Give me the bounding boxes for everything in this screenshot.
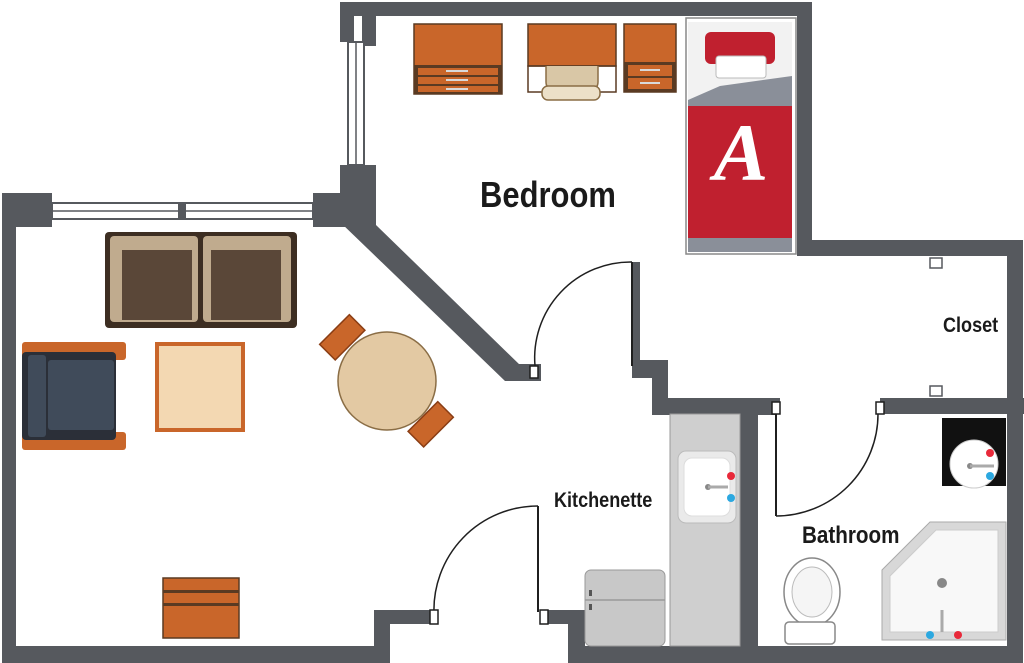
- toilet: [783, 557, 841, 645]
- bed-logo: A: [713, 107, 769, 198]
- bathtub: [881, 521, 1007, 641]
- bathroom-sink: [942, 418, 1006, 489]
- side-table: [162, 577, 240, 639]
- dining-set: [318, 313, 455, 448]
- dresser: [413, 23, 503, 95]
- room-label-closet: Closet: [943, 314, 999, 337]
- desk: [527, 23, 617, 101]
- nightstand: [623, 23, 677, 93]
- room-label-bathroom: Bathroom: [802, 522, 900, 549]
- kitchen-counter: [669, 413, 741, 647]
- armchair: [22, 342, 126, 450]
- taps: [727, 449, 994, 639]
- door-bedroom: [529, 261, 633, 379]
- coffee-table: [155, 342, 245, 432]
- window-living: [51, 202, 314, 220]
- sofa: [105, 232, 297, 328]
- bed: [685, 17, 797, 255]
- closet-opening: [929, 257, 943, 397]
- door-bathroom: [771, 401, 885, 517]
- refrigerator: [584, 569, 666, 647]
- room-label-bedroom: Bedroom: [480, 174, 616, 215]
- door-entry: [429, 505, 549, 625]
- window-bedroom: [347, 41, 365, 166]
- room-label-kitchenette: Kitchenette: [554, 489, 653, 512]
